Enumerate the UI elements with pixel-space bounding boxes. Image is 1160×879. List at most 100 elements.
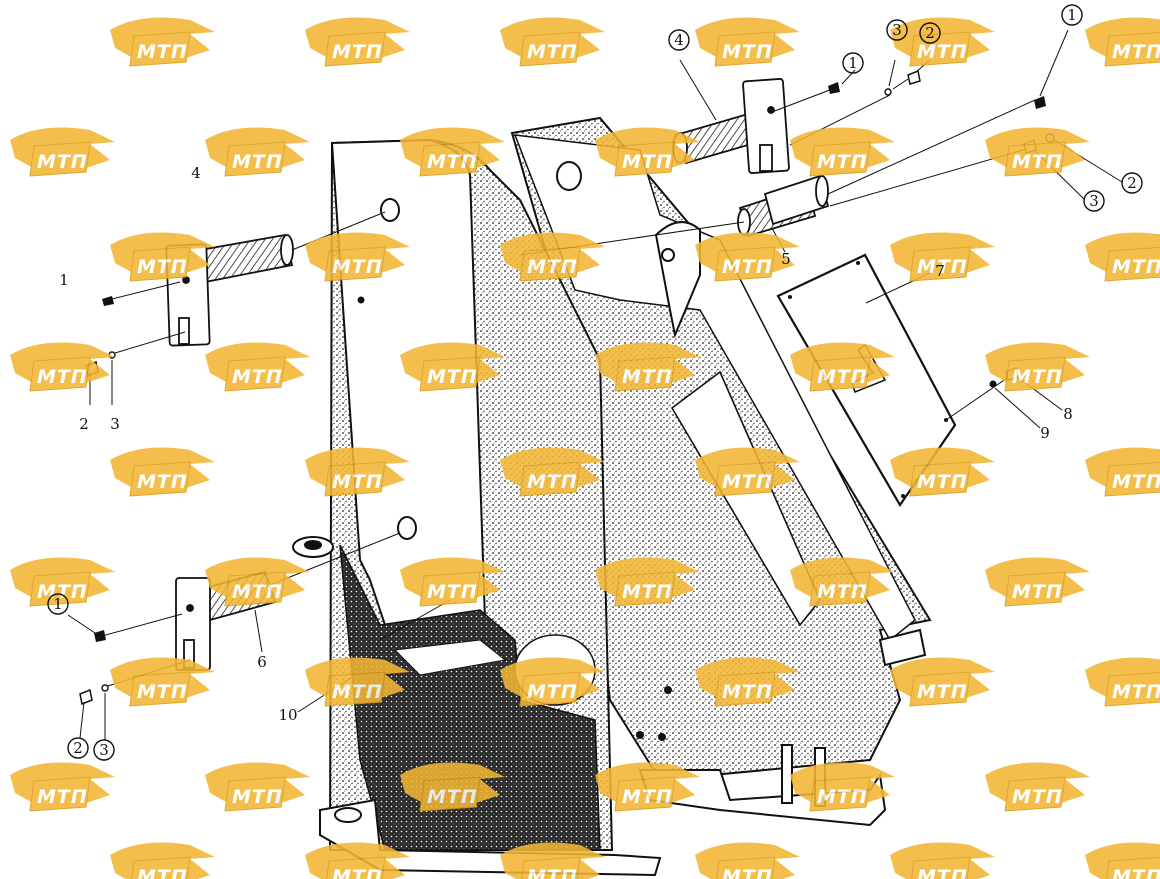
watermark-logo: МТП bbox=[205, 762, 310, 812]
watermark-logo: МТП bbox=[695, 842, 800, 879]
callout-c9: 9 bbox=[1040, 424, 1050, 442]
watermark-text: МТП bbox=[527, 41, 578, 63]
watermark-text: МТП bbox=[137, 471, 188, 493]
watermark-logo: МТП bbox=[10, 342, 115, 392]
watermark-logo: МТП bbox=[10, 557, 115, 607]
callout-c7: 7 bbox=[935, 262, 945, 280]
watermark-text: МТП bbox=[232, 786, 283, 808]
watermark-logo: МТП bbox=[890, 657, 995, 707]
watermark-text: МТП bbox=[817, 366, 868, 388]
callout-number: 3 bbox=[1089, 192, 1099, 210]
watermark-text: МТП bbox=[622, 151, 673, 173]
callout-c1c: 1 bbox=[1061, 4, 1083, 26]
bolt-part-1-left bbox=[102, 281, 181, 306]
watermark-text: МТП bbox=[527, 471, 578, 493]
watermark-text: МТП bbox=[917, 256, 968, 278]
watermark-logo: МТП bbox=[500, 657, 605, 707]
watermark-text: МТП bbox=[817, 151, 868, 173]
watermark-text: МТП bbox=[137, 256, 188, 278]
callout-number: 3 bbox=[892, 21, 902, 39]
watermark-logo: МТП bbox=[400, 342, 505, 392]
watermark-text: МТП bbox=[37, 366, 88, 388]
watermark-logo: МТП bbox=[890, 447, 995, 497]
watermark-logo: МТП bbox=[985, 127, 1090, 177]
watermark-logo: МТП bbox=[695, 17, 800, 67]
watermark-text: МТП bbox=[1112, 41, 1160, 63]
watermark-text: МТП bbox=[722, 471, 773, 493]
watermark-logo: МТП bbox=[985, 342, 1090, 392]
watermark-text: МТП bbox=[427, 151, 478, 173]
watermark-logo: МТП bbox=[400, 762, 505, 812]
callout-c2: 2 bbox=[79, 415, 89, 433]
callout-number: 4 bbox=[191, 164, 201, 182]
watermark-logo: МТП bbox=[110, 842, 215, 879]
callout-c10: 10 bbox=[278, 706, 297, 724]
watermark-text: МТП bbox=[37, 581, 88, 603]
watermark-text: МТП bbox=[1112, 681, 1160, 703]
callout-c6: 6 bbox=[257, 653, 267, 671]
callout-number: 2 bbox=[73, 739, 83, 757]
watermark-text: МТП bbox=[37, 786, 88, 808]
watermark-text: МТП bbox=[37, 151, 88, 173]
callout-number: 3 bbox=[99, 741, 109, 759]
watermark-logo: МТП bbox=[695, 657, 800, 707]
watermark-text: МТП bbox=[137, 41, 188, 63]
callout-number: 8 bbox=[1063, 405, 1073, 423]
callout-number: 6 bbox=[257, 653, 267, 671]
watermark-logo: МТП bbox=[400, 127, 505, 177]
watermark-text: МТП bbox=[817, 581, 868, 603]
callout-number: 1 bbox=[59, 271, 69, 289]
watermark-text: МТП bbox=[527, 256, 578, 278]
callout-number: 4 bbox=[674, 31, 684, 49]
watermark-text: МТП bbox=[917, 41, 968, 63]
watermark-text: МТП bbox=[622, 366, 673, 388]
watermark-logo: МТП bbox=[500, 447, 605, 497]
watermark-logo: МТП bbox=[500, 842, 605, 879]
watermark-text: МТП bbox=[332, 681, 383, 703]
watermark-text: МТП bbox=[917, 681, 968, 703]
callout-number: 9 bbox=[1040, 424, 1050, 442]
watermark-text: МТП bbox=[232, 581, 283, 603]
watermark-text: МТП bbox=[332, 256, 383, 278]
angled-frame bbox=[510, 116, 932, 827]
watermark-text: МТП bbox=[1112, 471, 1160, 493]
watermark-text: МТП bbox=[1112, 256, 1160, 278]
watermark-text: МТП bbox=[137, 681, 188, 703]
callout-c2c: 2 bbox=[1121, 172, 1143, 194]
watermark-logo: МТП bbox=[790, 762, 895, 812]
watermark-logo: МТП bbox=[1085, 657, 1160, 707]
watermark-text: МТП bbox=[1012, 151, 1063, 173]
watermark-logo: МТП bbox=[500, 17, 605, 67]
watermark-text: МТП bbox=[427, 786, 478, 808]
callout-number: 10 bbox=[278, 706, 297, 724]
watermark-logo: МТП bbox=[305, 232, 410, 282]
callout-number: 7 bbox=[935, 262, 945, 280]
watermark-logo: МТП bbox=[595, 557, 700, 607]
watermark-logo: МТП bbox=[205, 557, 310, 607]
watermark-logo: МТП bbox=[110, 232, 215, 282]
watermark-text: МТП bbox=[622, 581, 673, 603]
watermark-text: МТП bbox=[332, 866, 383, 879]
watermark-text: МТП bbox=[622, 786, 673, 808]
callout-number: 1 bbox=[848, 54, 858, 72]
watermark-logo: МТП bbox=[305, 447, 410, 497]
watermark-logo: МТП bbox=[110, 17, 215, 67]
watermark-logo: МТП bbox=[790, 127, 895, 177]
callout-number: 2 bbox=[79, 415, 89, 433]
callout-c3b: 3 bbox=[886, 19, 908, 41]
callout-number: 1 bbox=[1067, 6, 1077, 24]
watermark-logo: МТП bbox=[500, 232, 605, 282]
watermark-logo: МТП bbox=[1085, 17, 1160, 67]
watermark-text: МТП bbox=[722, 256, 773, 278]
callout-c3: 3 bbox=[110, 415, 120, 433]
bolt-part-1-lower bbox=[67, 613, 183, 642]
watermark-text: МТП bbox=[817, 786, 868, 808]
watermark-logo: МТП bbox=[985, 557, 1090, 607]
watermark-logo: МТП bbox=[790, 557, 895, 607]
callout-c5: 5 bbox=[781, 250, 791, 268]
callout-number: 2 bbox=[1127, 174, 1137, 192]
watermark-layer: МТП МТП МТП МТП МТП МТП МТП МТП МТП МТП МТП МТП МТП М… bbox=[10, 17, 1160, 879]
watermark-logo: МТП bbox=[305, 842, 410, 879]
watermark-logo: МТП bbox=[695, 447, 800, 497]
